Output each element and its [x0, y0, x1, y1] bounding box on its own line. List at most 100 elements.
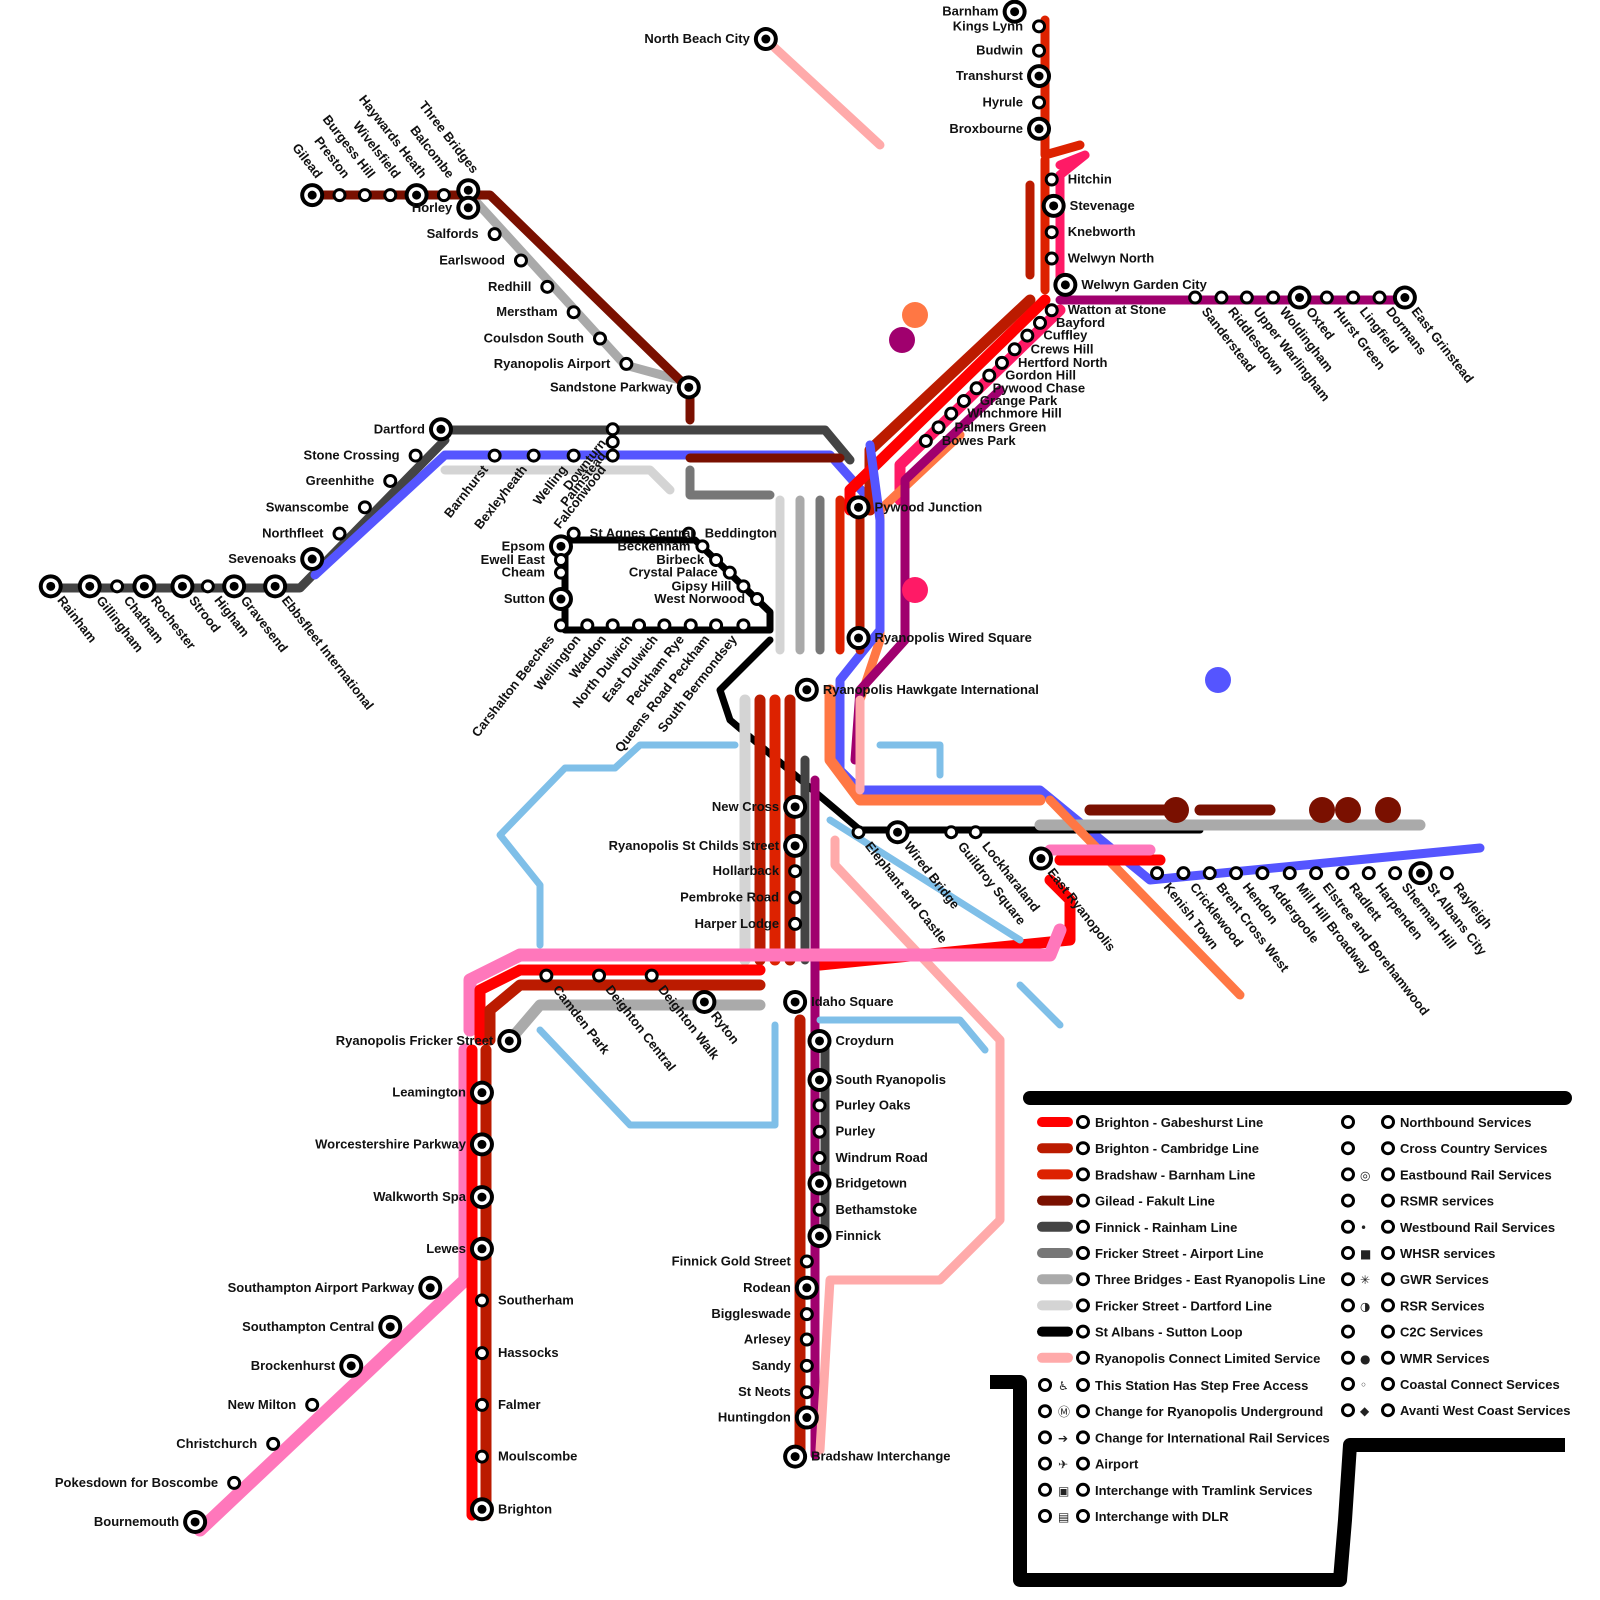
- station-marker[interactable]: [334, 190, 345, 201]
- station-marker[interactable]: [933, 422, 944, 433]
- station-marker[interactable]: [801, 1334, 812, 1345]
- station-label: Welwyn North: [1068, 251, 1154, 266]
- station-marker[interactable]: [541, 970, 552, 981]
- station-marker[interactable]: [1348, 292, 1359, 303]
- legend-station-icon: [1078, 1406, 1089, 1417]
- station-marker[interactable]: [790, 892, 801, 903]
- station-marker[interactable]: [970, 827, 981, 838]
- station-marker[interactable]: [724, 567, 735, 578]
- station-marker[interactable]: [202, 581, 213, 592]
- station-marker[interactable]: [568, 450, 579, 461]
- station-marker[interactable]: [542, 281, 553, 292]
- station-marker[interactable]: [607, 620, 618, 631]
- station-marker[interactable]: [1046, 174, 1057, 185]
- station-marker[interactable]: [1190, 292, 1201, 303]
- station-marker[interactable]: [607, 436, 618, 447]
- station-marker[interactable]: [1268, 292, 1279, 303]
- station-marker[interactable]: [1152, 868, 1163, 879]
- station-marker[interactable]: [1046, 227, 1057, 238]
- station-marker[interactable]: [595, 333, 606, 344]
- station-marker[interactable]: [685, 620, 696, 631]
- station-marker[interactable]: [476, 1348, 487, 1359]
- station-label: Cheam: [502, 565, 545, 580]
- station-marker[interactable]: [697, 541, 708, 552]
- station-marker[interactable]: [920, 435, 931, 446]
- station-marker[interactable]: [607, 450, 618, 461]
- station-marker[interactable]: [1034, 45, 1045, 56]
- station-marker[interactable]: [1374, 292, 1385, 303]
- station-marker[interactable]: [946, 827, 957, 838]
- station-marker[interactable]: [1204, 868, 1215, 879]
- station-marker[interactable]: [946, 408, 957, 419]
- station-marker[interactable]: [1311, 868, 1322, 879]
- station-marker[interactable]: [410, 450, 421, 461]
- station-marker[interactable]: [489, 450, 500, 461]
- legend-service-label: WMR Services: [1400, 1351, 1490, 1366]
- station-label: Windrum Road: [836, 1150, 928, 1165]
- station-marker[interactable]: [385, 190, 396, 201]
- station-marker[interactable]: [476, 1399, 487, 1410]
- station-marker[interactable]: [268, 1438, 279, 1449]
- legend-station-icon: [1078, 1248, 1089, 1259]
- station-marker[interactable]: [801, 1256, 812, 1267]
- station-marker[interactable]: [801, 1387, 812, 1398]
- station-marker[interactable]: [790, 866, 801, 877]
- station-marker[interactable]: [359, 502, 370, 513]
- station-marker[interactable]: [1337, 868, 1348, 879]
- legend-station-icon: [1383, 1326, 1394, 1337]
- station-marker[interactable]: [1178, 868, 1189, 879]
- station-marker-core: [700, 997, 709, 1006]
- station-marker[interactable]: [515, 255, 526, 266]
- station-marker[interactable]: [646, 970, 657, 981]
- station-marker[interactable]: [814, 1204, 825, 1215]
- station-marker[interactable]: [476, 1451, 487, 1462]
- station-marker[interactable]: [334, 528, 345, 539]
- station-marker[interactable]: [1034, 21, 1045, 32]
- station-marker[interactable]: [752, 594, 763, 605]
- station-marker[interactable]: [594, 970, 605, 981]
- station-marker[interactable]: [790, 918, 801, 929]
- station-marker[interactable]: [568, 307, 579, 318]
- station-marker[interactable]: [1216, 292, 1227, 303]
- station-marker[interactable]: [1363, 868, 1374, 879]
- legend-station-icon: [1040, 1511, 1051, 1522]
- station-marker[interactable]: [1046, 253, 1057, 264]
- station-marker[interactable]: [1257, 868, 1268, 879]
- station-marker[interactable]: [738, 620, 749, 631]
- station-marker[interactable]: [385, 475, 396, 486]
- station-marker[interactable]: [1321, 292, 1332, 303]
- station-marker[interactable]: [711, 620, 722, 631]
- station-marker[interactable]: [582, 620, 593, 631]
- station-marker[interactable]: [801, 1309, 812, 1320]
- station-marker[interactable]: [229, 1477, 240, 1488]
- station-marker[interactable]: [607, 424, 618, 435]
- station-marker[interactable]: [621, 358, 632, 369]
- station-marker[interactable]: [853, 827, 864, 838]
- station-marker[interactable]: [528, 450, 539, 461]
- station-marker[interactable]: [634, 620, 645, 631]
- station-marker[interactable]: [814, 1100, 825, 1111]
- station-marker[interactable]: [659, 620, 670, 631]
- station-marker[interactable]: [1441, 868, 1452, 879]
- station-marker[interactable]: [1284, 868, 1295, 879]
- station-marker-core: [191, 1517, 200, 1526]
- station-marker[interactable]: [1034, 97, 1045, 108]
- station-marker[interactable]: [307, 1399, 318, 1410]
- station-marker[interactable]: [1009, 344, 1020, 355]
- station-marker[interactable]: [814, 1153, 825, 1164]
- station-marker[interactable]: [476, 1295, 487, 1306]
- station-marker[interactable]: [814, 1126, 825, 1137]
- station-marker[interactable]: [801, 1360, 812, 1371]
- station-marker-core: [893, 828, 902, 837]
- station-marker[interactable]: [555, 555, 566, 566]
- station-marker[interactable]: [1231, 868, 1242, 879]
- station-marker[interactable]: [555, 567, 566, 578]
- station-marker[interactable]: [112, 581, 123, 592]
- station-marker[interactable]: [1022, 330, 1033, 341]
- station-marker[interactable]: [1241, 292, 1252, 303]
- station-marker[interactable]: [489, 229, 500, 240]
- station-marker[interactable]: [555, 620, 566, 631]
- station-marker[interactable]: [359, 190, 370, 201]
- station-marker[interactable]: [568, 528, 579, 539]
- station-marker[interactable]: [1390, 868, 1401, 879]
